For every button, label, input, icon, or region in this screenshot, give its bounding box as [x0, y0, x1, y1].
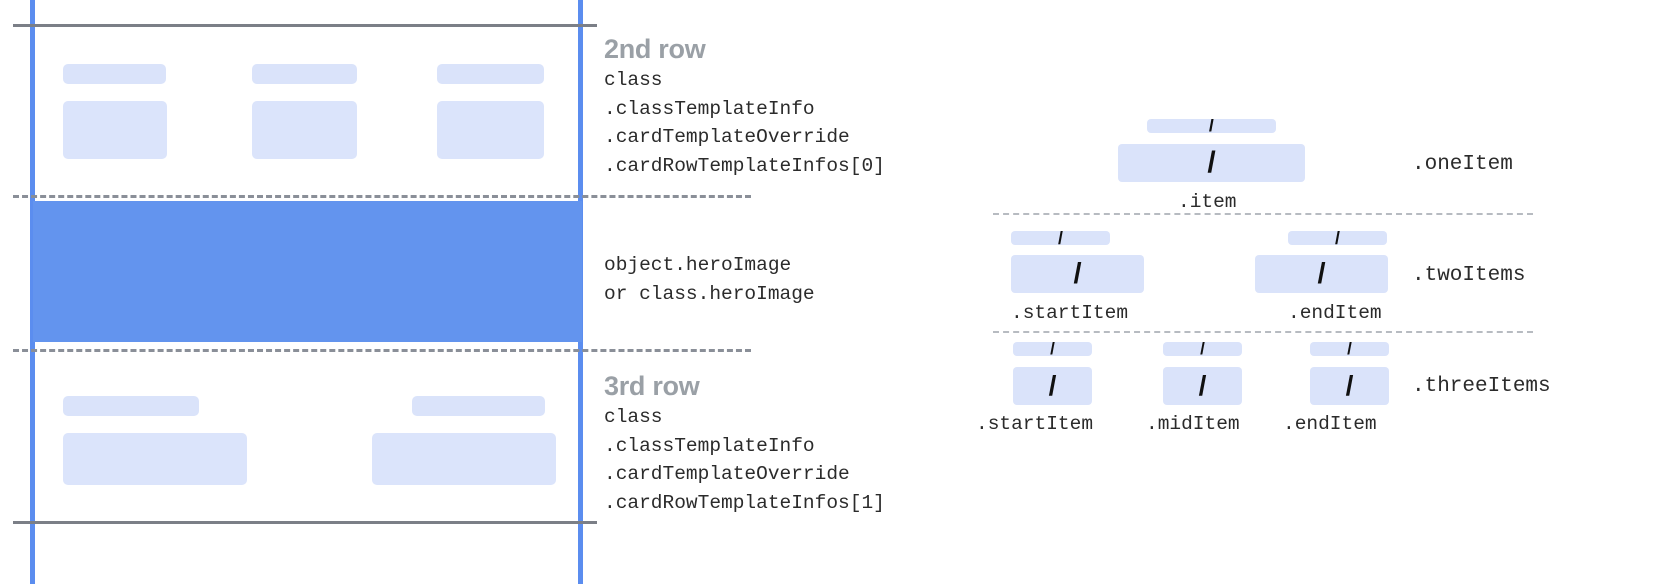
chip-body-3 — [437, 101, 544, 159]
two-items-start-caption: .startItem — [1011, 302, 1129, 324]
one-item-body: / — [1118, 144, 1305, 182]
second-row-code-line-1: class — [604, 69, 663, 91]
slash-icon: / — [1048, 370, 1057, 401]
chip-label-2 — [252, 64, 357, 84]
card-top-border-line — [13, 24, 597, 27]
two-items-end-caption: .endItem — [1288, 302, 1382, 324]
chip-label-1 — [63, 64, 166, 84]
third-row-code-line-3: .cardTemplateOverride — [604, 463, 850, 485]
row-divider-dashed-bottom — [13, 349, 751, 352]
group-name-three-items: .threeItems — [1412, 375, 1551, 398]
chip-label-3 — [437, 64, 544, 84]
card-bottom-border-line — [13, 521, 597, 524]
two-items-end-body: / — [1255, 255, 1388, 293]
three-items-start-caption: .startItem — [976, 413, 1094, 435]
slash-icon: / — [1208, 119, 1215, 133]
three-items-mid-body: / — [1163, 367, 1242, 405]
hero-code-line-2: or class.heroImage — [604, 282, 815, 305]
slash-icon: / — [1317, 257, 1326, 290]
two-items-start-label-bar: / — [1011, 231, 1110, 245]
three-items-end-caption: .endItem — [1283, 413, 1377, 435]
slash-icon: / — [1347, 342, 1352, 356]
three-items-start-label-bar: / — [1013, 342, 1092, 356]
three-items-mid-caption: .midItem — [1146, 413, 1240, 435]
annotation-hero-image: object.heroImage or class.heroImage — [604, 251, 815, 308]
one-item-label-bar: / — [1147, 119, 1276, 133]
second-row-code-line-2: .classTemplateInfo — [604, 97, 815, 120]
two-items-start-body: / — [1011, 255, 1144, 293]
group-name-two-items: .twoItems — [1412, 264, 1526, 287]
two-items-end-label-bar: / — [1288, 231, 1387, 245]
slash-icon: / — [1073, 257, 1082, 290]
annotation-third-row: 3rd row class .classTemplateInfo .cardTe… — [604, 369, 885, 517]
second-row-code-line-4: .cardRowTemplateInfos[0] — [604, 154, 885, 177]
item-group-divider-1 — [993, 213, 1533, 215]
three-items-start-body: / — [1013, 367, 1092, 405]
row-divider-dashed-top — [13, 195, 751, 198]
third-row-heading: 3rd row — [604, 371, 700, 401]
chip-label-4 — [63, 396, 199, 416]
chip-body-4 — [63, 433, 247, 485]
card-left-guide-line — [30, 0, 35, 584]
chip-body-5 — [372, 433, 556, 485]
slash-icon: / — [1050, 342, 1055, 356]
chip-body-2 — [252, 101, 357, 159]
third-row-code-line-4: .cardRowTemplateInfos[1] — [604, 491, 885, 514]
chip-label-5 — [412, 396, 545, 416]
hero-code-line-1: object.heroImage — [604, 254, 792, 276]
three-items-mid-label-bar: / — [1163, 342, 1242, 356]
slash-icon: / — [1057, 231, 1063, 245]
second-row-heading: 2nd row — [604, 34, 706, 64]
item-group-divider-2 — [993, 331, 1533, 333]
annotation-second-row: 2nd row class .classTemplateInfo .cardTe… — [604, 32, 885, 180]
second-row-code-line-3: .cardTemplateOverride — [604, 126, 850, 148]
slash-icon: / — [1200, 342, 1205, 356]
slash-icon: / — [1334, 231, 1340, 245]
slash-icon: / — [1198, 370, 1207, 401]
three-items-end-label-bar: / — [1310, 342, 1389, 356]
hero-image-band — [33, 201, 582, 342]
one-item-caption: .item — [1178, 191, 1237, 213]
third-row-code-line-2: .classTemplateInfo — [604, 434, 815, 457]
third-row-code-line-1: class — [604, 406, 663, 428]
slash-icon: / — [1207, 146, 1216, 179]
group-name-one-item: .oneItem — [1412, 153, 1513, 176]
slash-icon: / — [1345, 370, 1354, 401]
three-items-end-body: / — [1310, 367, 1389, 405]
chip-body-1 — [63, 101, 167, 159]
